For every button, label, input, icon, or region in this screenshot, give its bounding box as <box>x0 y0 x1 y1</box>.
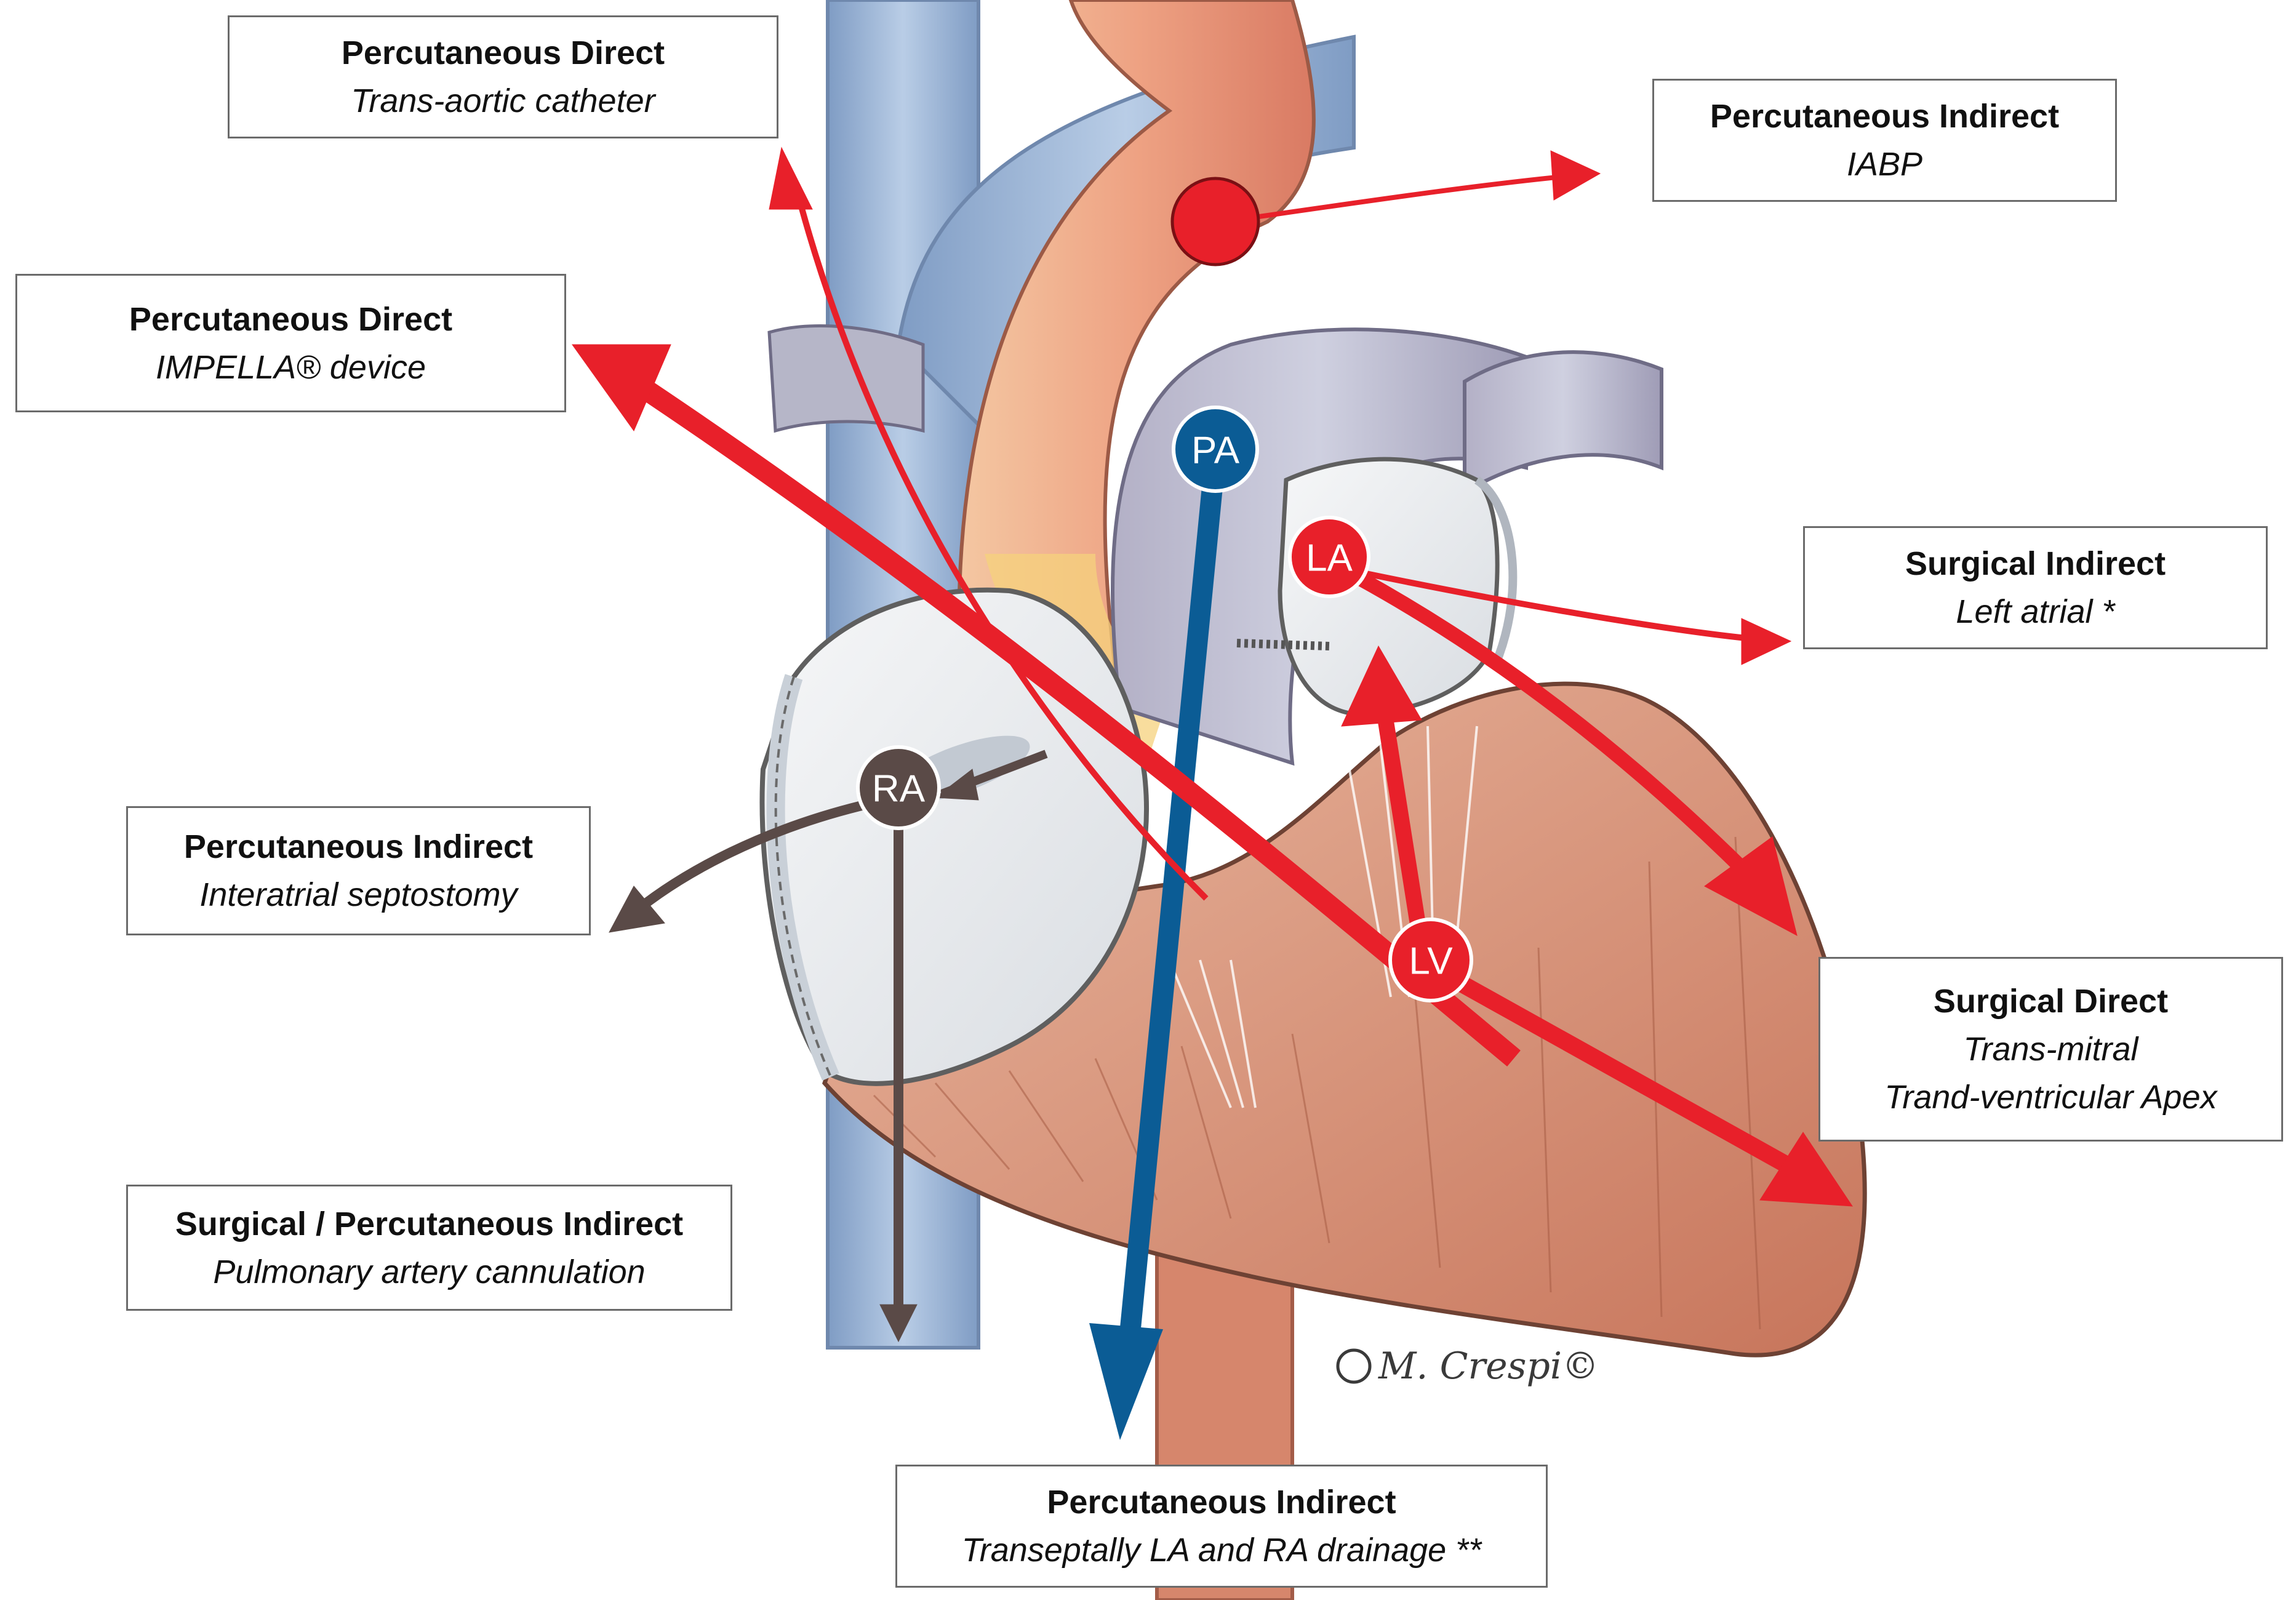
signature-text: M. Crespi© <box>1378 1345 1599 1388</box>
label-impella-subtitle: IMPELLA® device <box>156 348 426 386</box>
label-impella: Percutaneous Direct IMPELLA® device <box>15 274 566 412</box>
label-surgical-direct-subtitle: Trans-mitral <box>1963 1031 2138 1068</box>
septostomy-arrows <box>609 750 1048 1343</box>
chamber-ra: RA <box>856 745 941 830</box>
label-trans-aortic-title: Percutaneous Direct <box>341 34 665 71</box>
label-left-atrial: Surgical Indirect Left atrial * <box>1803 526 2268 649</box>
label-left-atrial-title: Surgical Indirect <box>1905 545 2166 582</box>
label-pa-cannulation-subtitle: Pulmonary artery cannulation <box>213 1253 646 1290</box>
chamber-lv-label: LV <box>1409 940 1453 983</box>
label-left-atrial-subtitle: Left atrial * <box>1956 593 2115 630</box>
label-iabp: Percutaneous Indirect IABP <box>1652 79 2117 202</box>
label-trans-aortic: Percutaneous Direct Trans-aortic cathete… <box>228 15 778 138</box>
right-atrium-rim-edge <box>774 676 832 1078</box>
aortic-arch <box>957 0 1316 710</box>
iabp-balloon <box>1170 177 1260 266</box>
pulmonary-branch-left <box>1463 350 1663 496</box>
label-trans-aortic-subtitle: Trans-aortic catheter <box>351 82 655 119</box>
pulmonary-vein-right <box>767 324 925 433</box>
label-pa-cannulation-title: Surgical / Percutaneous Indirect <box>175 1205 684 1242</box>
label-septostomy-subtitle: Interatrial septostomy <box>199 876 518 913</box>
chamber-la: LA <box>1288 516 1370 598</box>
left-atrium-rim <box>1474 476 1518 666</box>
label-septostomy: Percutaneous Indirect Interatrial septos… <box>126 806 591 935</box>
chamber-lv: LV <box>1388 918 1473 1002</box>
chamber-pa: PA <box>1172 406 1259 493</box>
label-impella-title: Percutaneous Direct <box>129 300 453 338</box>
chamber-pa-label: PA <box>1191 430 1240 472</box>
label-surgical-direct: Surgical Direct Trans-mitral Trand-ventr… <box>1818 957 2283 1142</box>
label-transeptal: Percutaneous Indirect Transeptally LA an… <box>895 1465 1548 1588</box>
label-surgical-direct-title: Surgical Direct <box>1933 983 2169 1020</box>
chamber-la-label: LA <box>1306 537 1353 580</box>
label-septostomy-title: Percutaneous Indirect <box>183 828 534 865</box>
coronary-sinus <box>1236 639 1330 650</box>
chamber-ra-label: RA <box>872 768 926 810</box>
label-transeptal-title: Percutaneous Indirect <box>1047 1484 1396 1521</box>
label-pa-cannulation: Surgical / Percutaneous Indirect Pulmona… <box>126 1185 732 1311</box>
label-transeptal-subtitle: Transeptally LA and RA drainage ** <box>961 1532 1482 1569</box>
label-iabp-subtitle: IABP <box>1846 146 1923 183</box>
label-surgical-direct-subtitle2: Trand-ventricular Apex <box>1884 1079 2217 1116</box>
pa-catheter <box>1089 454 1226 1440</box>
artist-signature: M. Crespi© <box>1336 1345 1599 1388</box>
chordae <box>1168 726 1478 1108</box>
label-iabp-title: Percutaneous Indirect <box>1710 98 2060 135</box>
